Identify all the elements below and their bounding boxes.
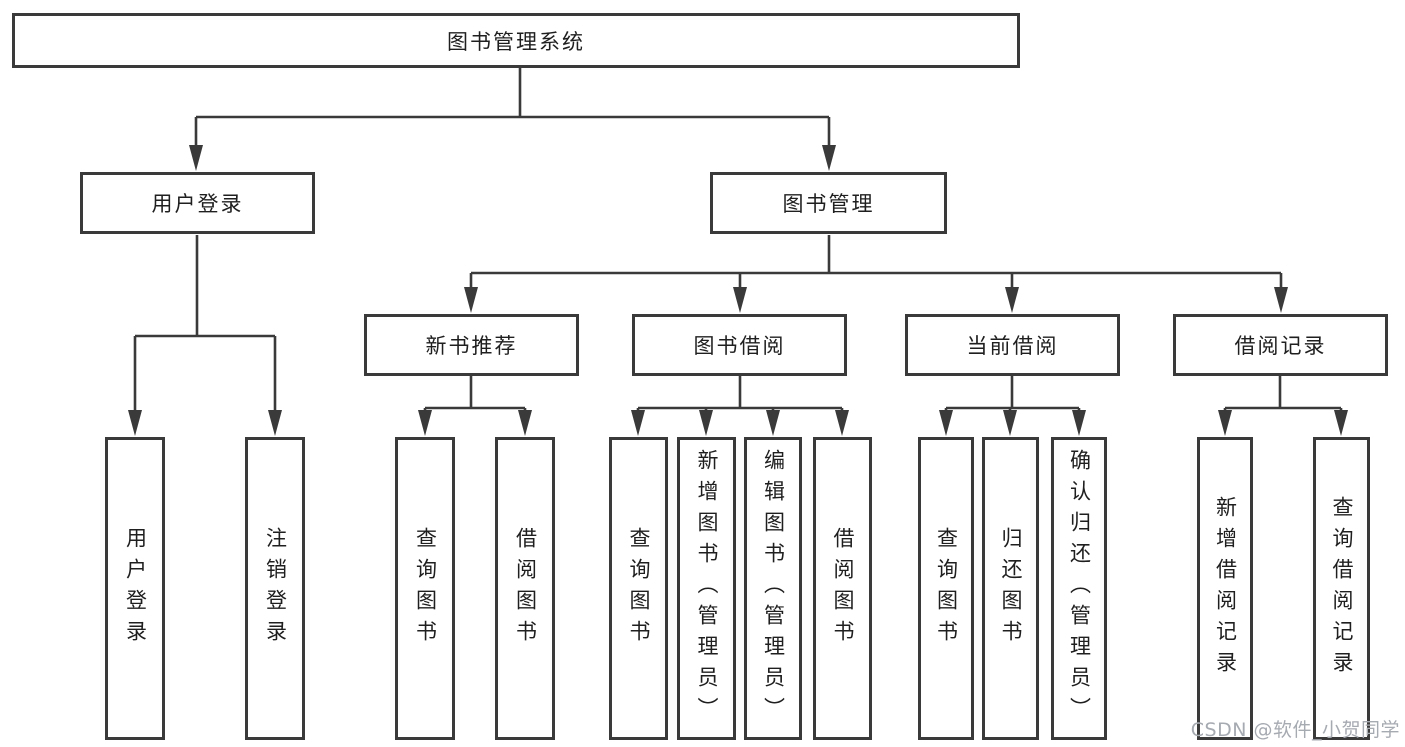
- leaf-query-borrow-record-label: 查询借阅记录: [1330, 495, 1354, 682]
- leaf-query-books-borrow: 查询图书: [609, 437, 668, 740]
- leaf-logout-label: 注销登录: [263, 526, 288, 651]
- leaf-query-borrow-record: 查询借阅记录: [1313, 437, 1370, 740]
- leaf-borrow-books-recommend: 借阅图书: [495, 437, 555, 740]
- node-borrow-records: 借阅记录: [1173, 314, 1388, 376]
- leaf-return-books-label: 归还图书: [999, 526, 1023, 651]
- node-current-borrow: 当前借阅: [905, 314, 1120, 376]
- connector-book-borrow: [636, 376, 844, 414]
- node-book-borrow-label: 图书借阅: [693, 334, 786, 358]
- leaf-return-books: 归还图书: [982, 437, 1039, 740]
- leaf-edit-books-admin: 编辑图书（管理员）: [744, 437, 802, 740]
- node-book-management-label: 图书管理: [782, 192, 875, 216]
- leaf-borrow-books-label: 借阅图书: [831, 526, 855, 651]
- leaf-add-borrow-record-label: 新增借阅记录: [1213, 495, 1238, 682]
- leaf-user-login: 用户登录: [105, 437, 165, 740]
- connector-user-login: [133, 235, 277, 414]
- leaf-query-books-recommend: 查询图书: [395, 437, 455, 740]
- node-root-label: 图书管理系统: [447, 29, 585, 54]
- leaf-borrow-books: 借阅图书: [813, 437, 872, 740]
- leaf-borrow-books-recommend-label: 借阅图书: [513, 526, 538, 651]
- connector-current-borrow: [944, 376, 1081, 414]
- node-borrow-records-label: 借阅记录: [1234, 334, 1327, 358]
- connector-root: [194, 67, 831, 150]
- node-user-login-label: 用户登录: [151, 192, 244, 216]
- leaf-logout: 注销登录: [245, 437, 305, 740]
- node-book-borrow: 图书借阅: [632, 314, 847, 376]
- leaf-query-books-recommend-label: 查询图书: [413, 526, 438, 651]
- leaf-add-borrow-record: 新增借阅记录: [1197, 437, 1253, 740]
- connector-borrow-records: [1223, 376, 1343, 414]
- leaf-add-books-admin-label: 新增图书（管理员）: [695, 449, 719, 728]
- connector-new-book-recommend: [423, 376, 527, 414]
- leaf-confirm-return-admin: 确认归还（管理员）: [1051, 437, 1107, 740]
- node-root: 图书管理系统: [12, 13, 1020, 68]
- leaf-query-books-current: 查询图书: [918, 437, 974, 740]
- leaf-user-login-label: 用户登录: [123, 526, 148, 651]
- leaf-add-books-admin: 新增图书（管理员）: [677, 437, 736, 740]
- node-user-login: 用户登录: [80, 172, 315, 234]
- connector-book-management: [469, 235, 1283, 292]
- node-new-book-recommend: 新书推荐: [364, 314, 579, 376]
- leaf-query-books-current-label: 查询图书: [934, 526, 959, 651]
- leaf-edit-books-admin-label: 编辑图书（管理员）: [761, 449, 786, 728]
- node-new-book-recommend-label: 新书推荐: [425, 334, 518, 358]
- node-current-borrow-label: 当前借阅: [966, 334, 1059, 358]
- node-book-management: 图书管理: [710, 172, 947, 234]
- leaf-query-books-borrow-label: 查询图书: [627, 526, 651, 651]
- leaf-confirm-return-admin-label: 确认归还（管理员）: [1067, 449, 1092, 728]
- watermark-text: CSDN @软件_小贺同学: [1190, 719, 1400, 741]
